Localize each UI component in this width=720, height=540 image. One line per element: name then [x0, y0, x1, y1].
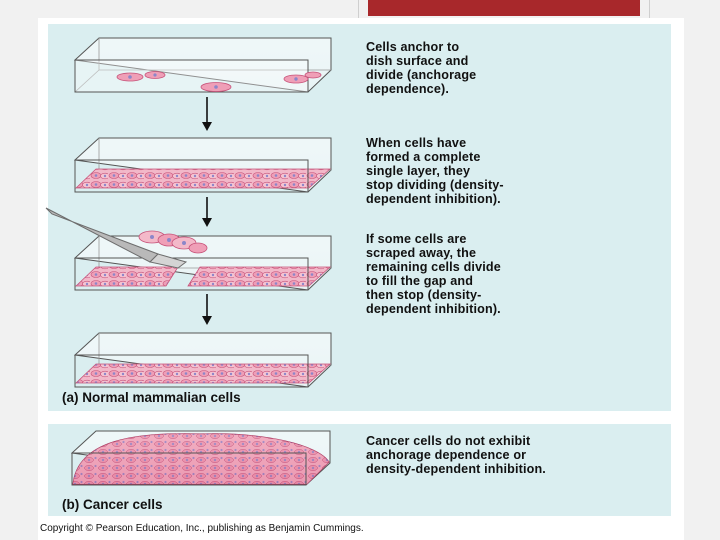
step-1-description: Cells anchor to dish surface and divide …: [366, 40, 477, 96]
dish-cancer-cells: [70, 430, 331, 486]
arrow-down-3: [202, 294, 212, 325]
scraped-cells: [138, 230, 208, 254]
dish-confluent-layer: [73, 137, 332, 193]
copyright-notice: Copyright © Pearson Education, Inc., pub…: [40, 523, 364, 534]
cancer-description: Cancer cells do not exhibit anchorage de…: [366, 434, 546, 476]
panel-a-label: (a) Normal mammalian cells: [62, 390, 241, 405]
dish-sparse-cells: [73, 37, 332, 93]
panel-b-label: (b) Cancer cells: [62, 497, 163, 512]
accent-bar: [368, 0, 640, 16]
title-placeholder-frame: [358, 0, 650, 22]
step-2-description: When cells have formed a complete single…: [366, 136, 504, 206]
arrow-down-1: [202, 97, 212, 131]
arrow-down-2: [202, 197, 212, 227]
dish-refilled-layer: [73, 332, 332, 388]
step-3-description: If some cells are scraped away, the rema…: [366, 232, 501, 316]
scraper-tool: [45, 207, 188, 269]
